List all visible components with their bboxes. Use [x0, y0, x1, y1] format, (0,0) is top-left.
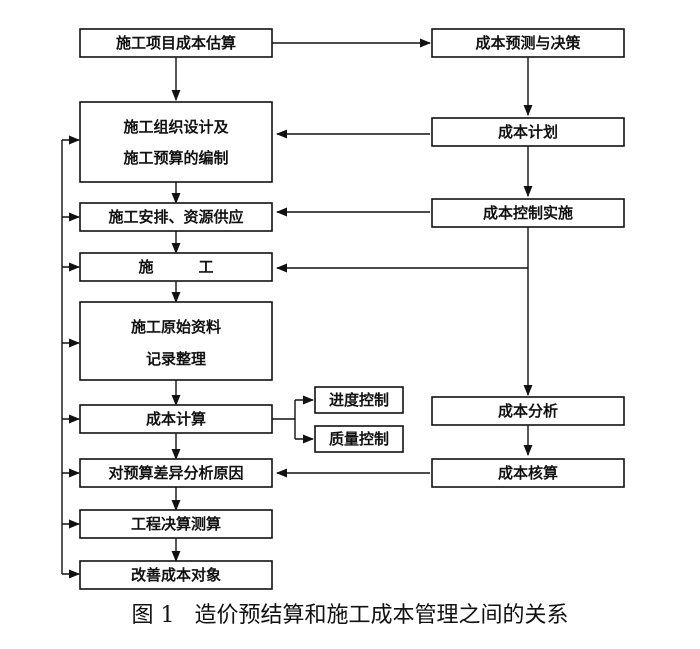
- node-improve: 改善成本对象: [79, 560, 273, 590]
- node-variance-label: 对预算差异分析原因: [108, 464, 243, 482]
- node-plan: 成本计划: [431, 117, 625, 147]
- node-control-label: 成本控制实施: [483, 204, 573, 222]
- figure-caption-text: 造价预结算和施工成本管理之间的关系: [194, 603, 569, 628]
- node-records-label-1: 施工原始资料: [131, 318, 221, 336]
- node-quality-control: 质量控制: [314, 425, 404, 453]
- node-calc: 成本计算: [79, 404, 273, 434]
- node-org-plan-label-1: 施工组织设计及: [123, 118, 229, 136]
- node-org-plan: 施工组织设计及 施工预算的编制: [79, 101, 273, 183]
- node-quality-control-label: 质量控制: [329, 430, 389, 448]
- node-improve-label: 改善成本对象: [131, 566, 221, 584]
- node-arrange-label: 施工安排、资源供应: [108, 208, 243, 226]
- node-variance: 对预算差异分析原因: [79, 458, 273, 488]
- node-records-label-2: 记录整理: [146, 350, 206, 368]
- node-plan-label: 成本计划: [498, 123, 558, 141]
- node-forecast-label: 成本预测与决策: [475, 34, 581, 52]
- edges: [61, 38, 533, 579]
- node-calc-label: 成本计算: [146, 410, 206, 428]
- node-final-calc-label: 工程决算测算: [131, 515, 221, 533]
- node-arrange: 施工安排、资源供应: [79, 202, 273, 232]
- node-progress-control-label: 进度控制: [329, 391, 389, 409]
- node-forecast: 成本预测与决策: [431, 28, 625, 58]
- figure-caption: 图 1 造价预结算和施工成本管理之间的关系: [0, 597, 700, 629]
- node-final-calc: 工程决算测算: [79, 509, 273, 539]
- node-analysis-label: 成本分析: [498, 402, 558, 420]
- figure-caption-label: 图 1: [131, 603, 175, 628]
- node-accounting-label: 成本核算: [498, 464, 558, 482]
- node-progress-control: 进度控制: [314, 386, 404, 414]
- node-analysis: 成本分析: [431, 396, 625, 426]
- flowchart: 施工项目成本估算 施工组织设计及 施工预算的编制 施工安排、资源供应 施 工 施…: [61, 28, 625, 590]
- node-estimate: 施工项目成本估算: [79, 28, 273, 58]
- node-control: 成本控制实施: [431, 198, 625, 228]
- node-construct-label-2: 工: [198, 258, 213, 276]
- node-accounting: 成本核算: [431, 458, 625, 488]
- node-construct: 施 工: [79, 252, 273, 282]
- node-construct-label-1: 施: [138, 258, 153, 276]
- node-records: 施工原始资料 记录整理: [79, 301, 273, 381]
- node-org-plan-label-2: 施工预算的编制: [123, 149, 228, 167]
- node-estimate-label: 施工项目成本估算: [116, 34, 236, 52]
